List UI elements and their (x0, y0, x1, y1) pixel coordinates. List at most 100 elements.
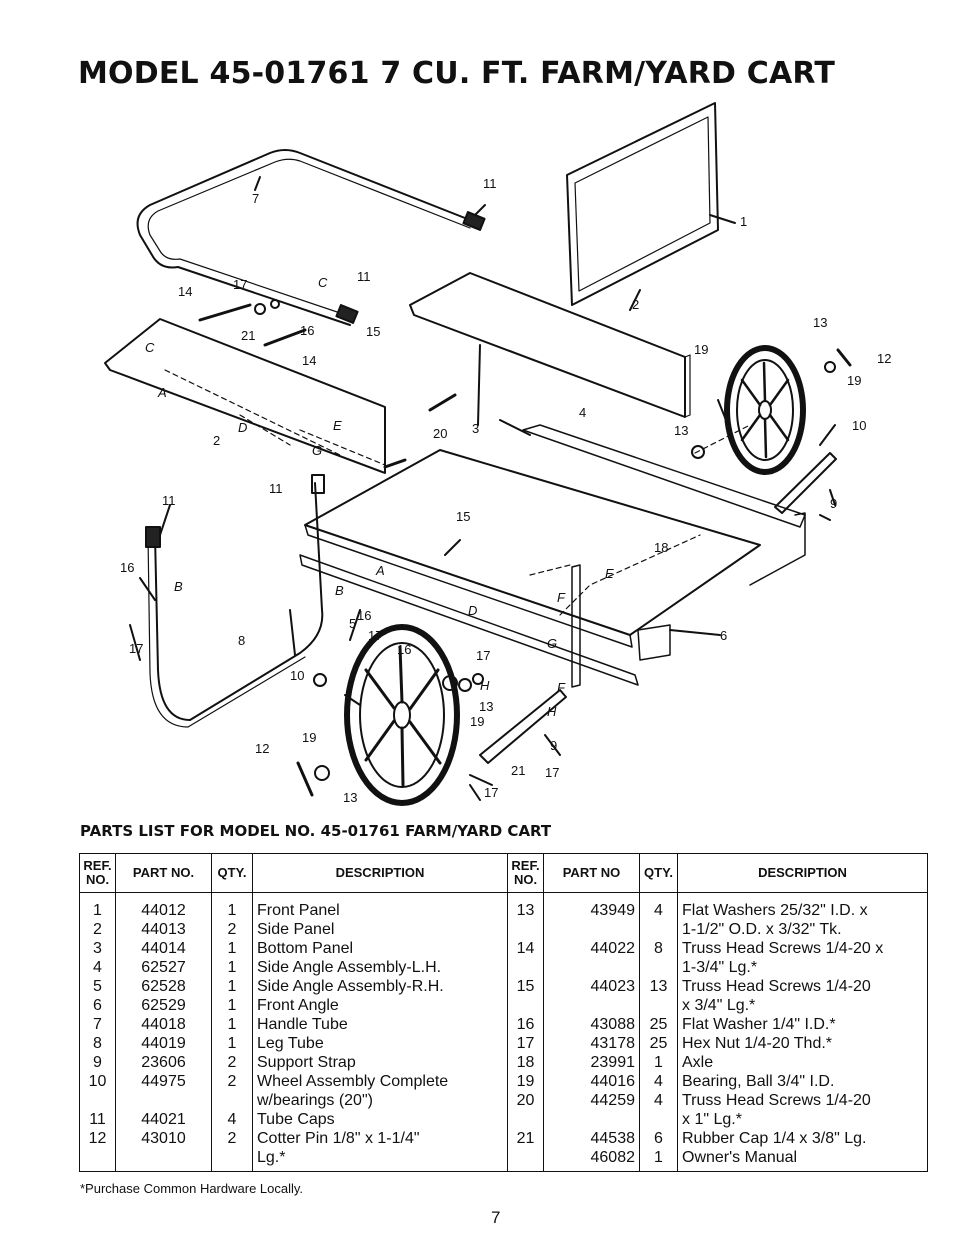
callout-16b: 16 (300, 323, 314, 338)
page-title: MODEL 45-01761 7 CU. FT. FARM/YARD CART (78, 56, 836, 91)
cell-qty2: 25 (639, 1034, 678, 1053)
cell-ref1: 4 (79, 958, 116, 977)
cell-ref2: 20 (507, 1091, 544, 1110)
callout-5: 5 (349, 616, 356, 631)
tube-cap-handle-top (462, 211, 486, 231)
cell-ref2: 16 (507, 1015, 544, 1034)
letter-c2: C (145, 340, 155, 355)
callout-17d: 17 (476, 648, 490, 663)
callout-7: 7 (252, 191, 259, 206)
cell-ref2 (507, 1110, 544, 1129)
letter-f2: F (557, 680, 566, 695)
letter-d2: D (468, 603, 477, 618)
cell-ref2: 21 (507, 1129, 544, 1148)
callout-8: 8 (238, 633, 245, 648)
cell-part1: 44021 (115, 1110, 212, 1129)
cell-part2: 46082 (543, 1148, 640, 1172)
tube-cap-leg (145, 526, 161, 548)
callout-19d: 19 (302, 730, 316, 745)
front-angle (637, 624, 671, 661)
col-ref-no-2: REF. NO. (507, 853, 544, 893)
cell-part2 (543, 1110, 640, 1129)
cell-ref2 (507, 1148, 544, 1172)
cell-desc1: Cotter Pin 1/8" x 1-1/4" (252, 1129, 508, 1148)
cell-ref2: 19 (507, 1072, 544, 1091)
cell-part1: 23606 (115, 1053, 212, 1072)
col-qty: QTY. (211, 853, 253, 893)
letter-d: D (238, 420, 247, 435)
letter-a2: A (375, 563, 385, 578)
callout-13c: 13 (479, 699, 493, 714)
cell-desc1: Leg Tube (252, 1034, 508, 1053)
cell-qty1: 1 (211, 892, 253, 920)
callout-17: 17 (233, 277, 247, 292)
cell-desc1: Bottom Panel (252, 939, 508, 958)
cell-desc1: Support Strap (252, 1053, 508, 1072)
cell-part2 (543, 920, 640, 939)
cell-part2: 23991 (543, 1053, 640, 1072)
letter-e: E (333, 418, 342, 433)
cell-part1: 44019 (115, 1034, 212, 1053)
cell-ref2 (507, 920, 544, 939)
callout-17e: 17 (545, 765, 559, 780)
callout-17f: 17 (484, 785, 498, 800)
letter-g2: G (547, 636, 557, 651)
side-angle-rh (522, 424, 806, 528)
cell-ref2: 15 (507, 977, 544, 996)
callout-11c: 11 (162, 493, 176, 508)
cell-part1: 43010 (115, 1129, 212, 1148)
cell-ref1: 11 (79, 1110, 116, 1129)
cell-part1: 44014 (115, 939, 212, 958)
cell-qty1: 2 (211, 1072, 253, 1091)
cell-ref1 (79, 1091, 116, 1110)
cell-ref1: 6 (79, 996, 116, 1015)
cell-qty2: 13 (639, 977, 678, 996)
parts-table: REF. NO. PART NO. QTY. DESCRIPTION REF. … (79, 853, 928, 1172)
cell-desc2: Axle (677, 1053, 928, 1072)
cell-part2: 44023 (543, 977, 640, 996)
exploded-parts-diagram: 1 2 2 3 4 5 6 7 8 9 9 10 10 11 11 11 11 … (104, 102, 891, 806)
cell-ref1 (79, 1148, 116, 1172)
cell-desc2: Flat Washers 25/32" I.D. x (677, 892, 928, 920)
callout-13: 13 (813, 315, 827, 330)
cell-ref1: 7 (79, 1015, 116, 1034)
cell-ref2: 13 (507, 892, 544, 920)
callout-13b: 13 (674, 423, 688, 438)
cell-ref1: 9 (79, 1053, 116, 1072)
cell-qty2: 4 (639, 1072, 678, 1091)
cell-desc2: Bearing, Ball 3/4" I.D. (677, 1072, 928, 1091)
callout-13d: 13 (343, 790, 357, 805)
cell-part1 (115, 1148, 212, 1172)
cell-ref2: 18 (507, 1053, 544, 1072)
tube-cap-handle-bottom (335, 304, 359, 324)
callout-16d: 16 (397, 642, 411, 657)
cell-desc1: Front Angle (252, 996, 508, 1015)
cell-desc2: x 3/4" Lg.* (677, 996, 928, 1015)
cell-ref2: 17 (507, 1034, 544, 1053)
cell-ref2 (507, 996, 544, 1015)
cell-part1: 62527 (115, 958, 212, 977)
side-panel-left (104, 318, 386, 474)
cell-desc1: Front Panel (252, 892, 508, 920)
cell-desc2: Hex Nut 1/4-20 Thd.* (677, 1034, 928, 1053)
front-panel (566, 102, 719, 306)
cell-qty1 (211, 1091, 253, 1110)
cell-desc1: Lg.* (252, 1148, 508, 1172)
cell-qty1: 1 (211, 1034, 253, 1053)
cell-ref2 (507, 958, 544, 977)
handle-tube (136, 149, 471, 326)
callout-15b: 15 (456, 509, 470, 524)
callout-19: 19 (694, 342, 708, 357)
callout-9b: 9 (550, 738, 557, 753)
cell-desc1: Side Angle Assembly-R.H. (252, 977, 508, 996)
cell-part2 (543, 996, 640, 1015)
cell-qty2: 25 (639, 1015, 678, 1034)
cell-desc2: Truss Head Screws 1/4-20 (677, 977, 928, 996)
cell-part2: 43949 (543, 892, 640, 920)
bottom-panel (304, 449, 761, 636)
callout-11b: 11 (357, 269, 371, 284)
